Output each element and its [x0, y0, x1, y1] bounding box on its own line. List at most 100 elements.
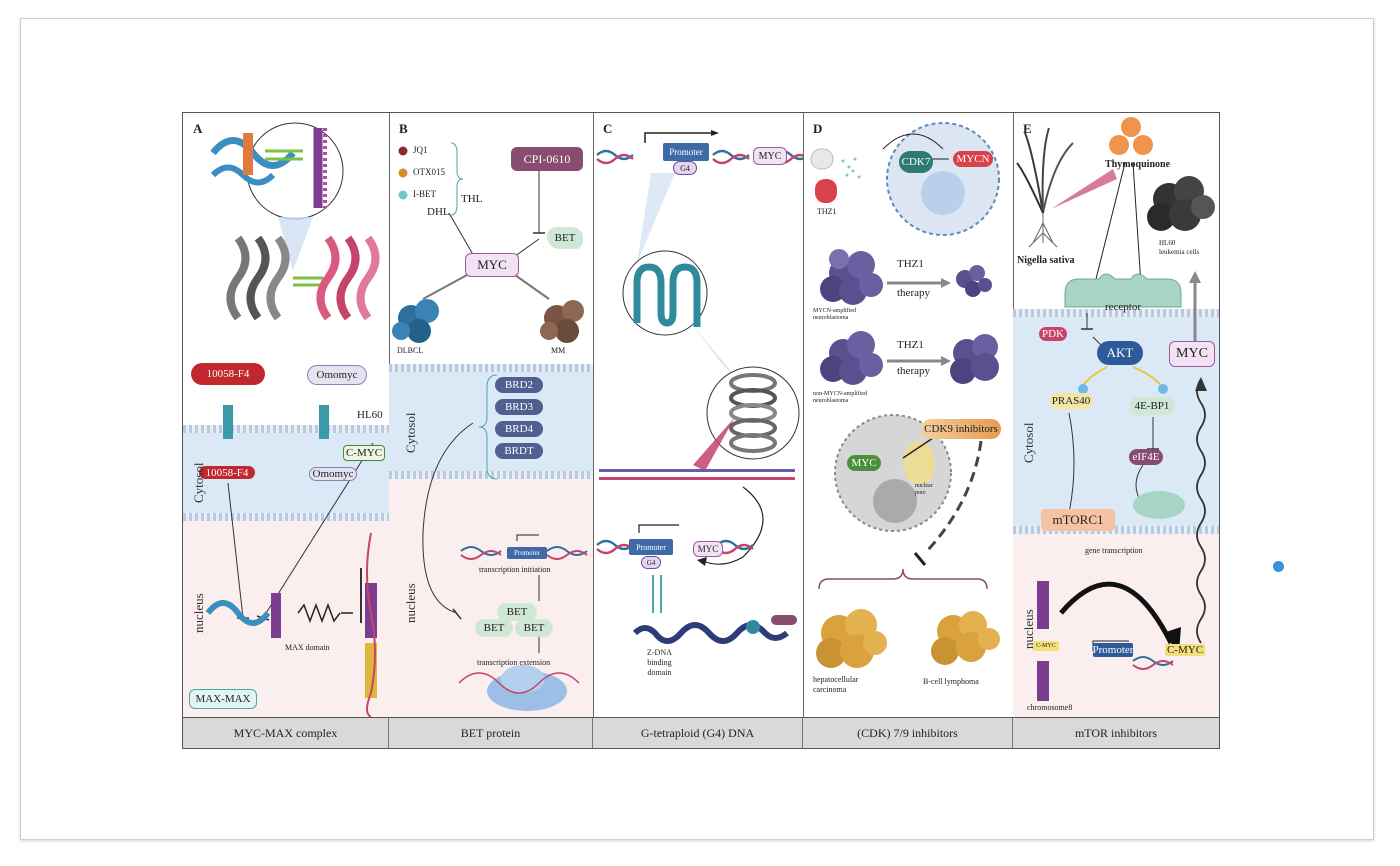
mycn-amp-label: MYCN-amplified neuroblastoma	[813, 308, 856, 321]
nucleus-label: nucleus	[191, 593, 206, 633]
arrow-thz1-to-cdk7	[882, 133, 944, 150]
pink-beam	[1051, 169, 1117, 209]
zoom-cone-2	[691, 323, 741, 383]
nigella-label: Nigella sativa	[1017, 255, 1075, 266]
drug-small-label: 10058-F4	[205, 466, 249, 479]
thymoquinone-spheres	[1109, 117, 1153, 155]
dna-strand	[366, 532, 376, 717]
cell-line-label: HL60	[357, 409, 383, 421]
panel-letter: C	[603, 121, 613, 136]
shrunk-cluster	[956, 265, 992, 297]
myc-label: MYC	[697, 544, 719, 554]
dhl-label: DHL	[427, 206, 450, 218]
zoom-cone-1	[637, 173, 675, 263]
bcl-label: B-cell lymphoma	[923, 677, 979, 686]
nucleus-label: nucleus	[403, 583, 418, 623]
cpi-label: CPI-0610	[523, 151, 571, 166]
nucleus-1	[921, 171, 965, 215]
legend-ibet: I-BET	[413, 189, 436, 199]
caption-c: G-tetraploid (G4) DNA	[593, 718, 803, 748]
panel-letter: B	[399, 121, 408, 136]
bet-blob: BET	[547, 227, 583, 249]
arrow-to-mm	[514, 274, 550, 300]
brd2-pill: BRD2	[495, 377, 543, 393]
bet-blob-2: BET	[475, 619, 513, 637]
myc-label: MYC	[851, 457, 877, 469]
thymoquinone-label: Thymoquinone	[1105, 159, 1171, 170]
cell-membrane	[183, 425, 389, 433]
panel-letter: E	[1023, 121, 1032, 136]
hl60-label: HL60 leukemia cells	[1159, 239, 1200, 256]
mycn-label: MYCN	[956, 153, 990, 165]
legend-dot-jq1	[398, 146, 408, 156]
brd-label: BRDT	[504, 445, 534, 457]
panel-c: C	[593, 113, 804, 717]
bet-blob-1: BET	[497, 603, 537, 621]
dna-double-helix-grey	[226, 235, 290, 321]
c-myc-label: C-MYC	[345, 447, 383, 459]
c-myc-gene-label: C-MYC	[1166, 644, 1204, 656]
chromosome-label: chromosome8	[1027, 703, 1073, 712]
hl60-cluster	[1147, 176, 1215, 231]
inhibit-line-dhl	[448, 212, 476, 259]
drug-small-10058: 10058-F4	[199, 466, 255, 479]
promoter-box: Promoter	[507, 547, 547, 559]
zigzag-signal	[297, 602, 341, 624]
drug-small-omomyc: Omomyc	[309, 467, 357, 481]
phospho-2	[1158, 384, 1168, 394]
max-max-label: MAX-MAX	[195, 693, 251, 705]
mycn-amp-cluster	[820, 249, 883, 305]
caption-b: BET protein	[389, 718, 593, 748]
brd-label: BRD3	[504, 401, 534, 413]
caption-d: (CDK) 7/9 inhibitors	[803, 718, 1013, 748]
cytosol-label: Cytosol	[403, 412, 418, 453]
myc-label: MYC	[1176, 346, 1208, 361]
myc-box: MYC	[753, 147, 787, 165]
brd-label: BRD4	[504, 423, 534, 435]
mtorc1-label: mTORC1	[1052, 512, 1104, 527]
thz1-label-1: THZ1	[897, 258, 924, 270]
dna-double-helix-pink	[316, 235, 380, 321]
non-amp-label: non-MYCN-amplified neuroblastoma	[813, 391, 867, 404]
cytosol-label: Cytosol	[1021, 422, 1036, 463]
legend-jq1: JQ1	[413, 145, 428, 155]
brd4-pill: BRD4	[495, 421, 543, 437]
pras40-to-mtorc1	[1068, 412, 1075, 514]
dna-strand-nuclear	[1132, 656, 1174, 670]
cdk9-label: CDK9 inhibitors	[924, 423, 998, 435]
panel-a: A	[183, 113, 390, 717]
mycn-blob: MYCN	[953, 151, 993, 167]
thl-label: THL	[461, 193, 483, 205]
membrane-channel-2	[319, 405, 329, 439]
panel-b: B	[389, 113, 594, 717]
myc-max-dimer	[205, 600, 271, 626]
caption-e: mTOR inhibitors	[1074, 726, 1158, 740]
myc-box: MYC	[465, 253, 519, 277]
mm-cell-cluster	[540, 300, 584, 343]
bet-label: BET	[506, 606, 528, 618]
4ebp1-blob: 4E-BP1	[1129, 397, 1175, 415]
cdk7-blob: CDK7	[899, 151, 933, 173]
akt-label: AKT	[1106, 345, 1134, 360]
dna-ladder	[599, 469, 795, 480]
panel-e: E	[1013, 113, 1219, 717]
nuclear-membrane	[183, 513, 389, 521]
therapy-label-2: therapy	[897, 365, 930, 377]
legend-dot-ibet	[398, 190, 408, 200]
caption-a: MYC-MAX complex	[183, 718, 389, 748]
brd-brace	[478, 374, 498, 480]
chromosome-lower	[1037, 661, 1049, 701]
tss-arrow	[644, 132, 711, 143]
dlbcl-label: DLBCL	[397, 346, 424, 355]
zoom-circle-2	[706, 366, 800, 460]
therapy-label-1: therapy	[897, 287, 930, 299]
mm-label: MM	[551, 346, 566, 355]
panel-c-graphics	[596, 130, 803, 644]
promoter-box: Promoter	[1093, 643, 1133, 657]
inhibit-line-1	[227, 482, 244, 619]
zdna-binding-protein	[632, 622, 789, 644]
akt-blob: AKT	[1097, 341, 1143, 365]
mtorc1-box: mTORC1	[1041, 509, 1115, 531]
4ebp1-label: 4E-BP1	[1134, 400, 1170, 412]
g-quadruplex-stack	[729, 373, 777, 453]
